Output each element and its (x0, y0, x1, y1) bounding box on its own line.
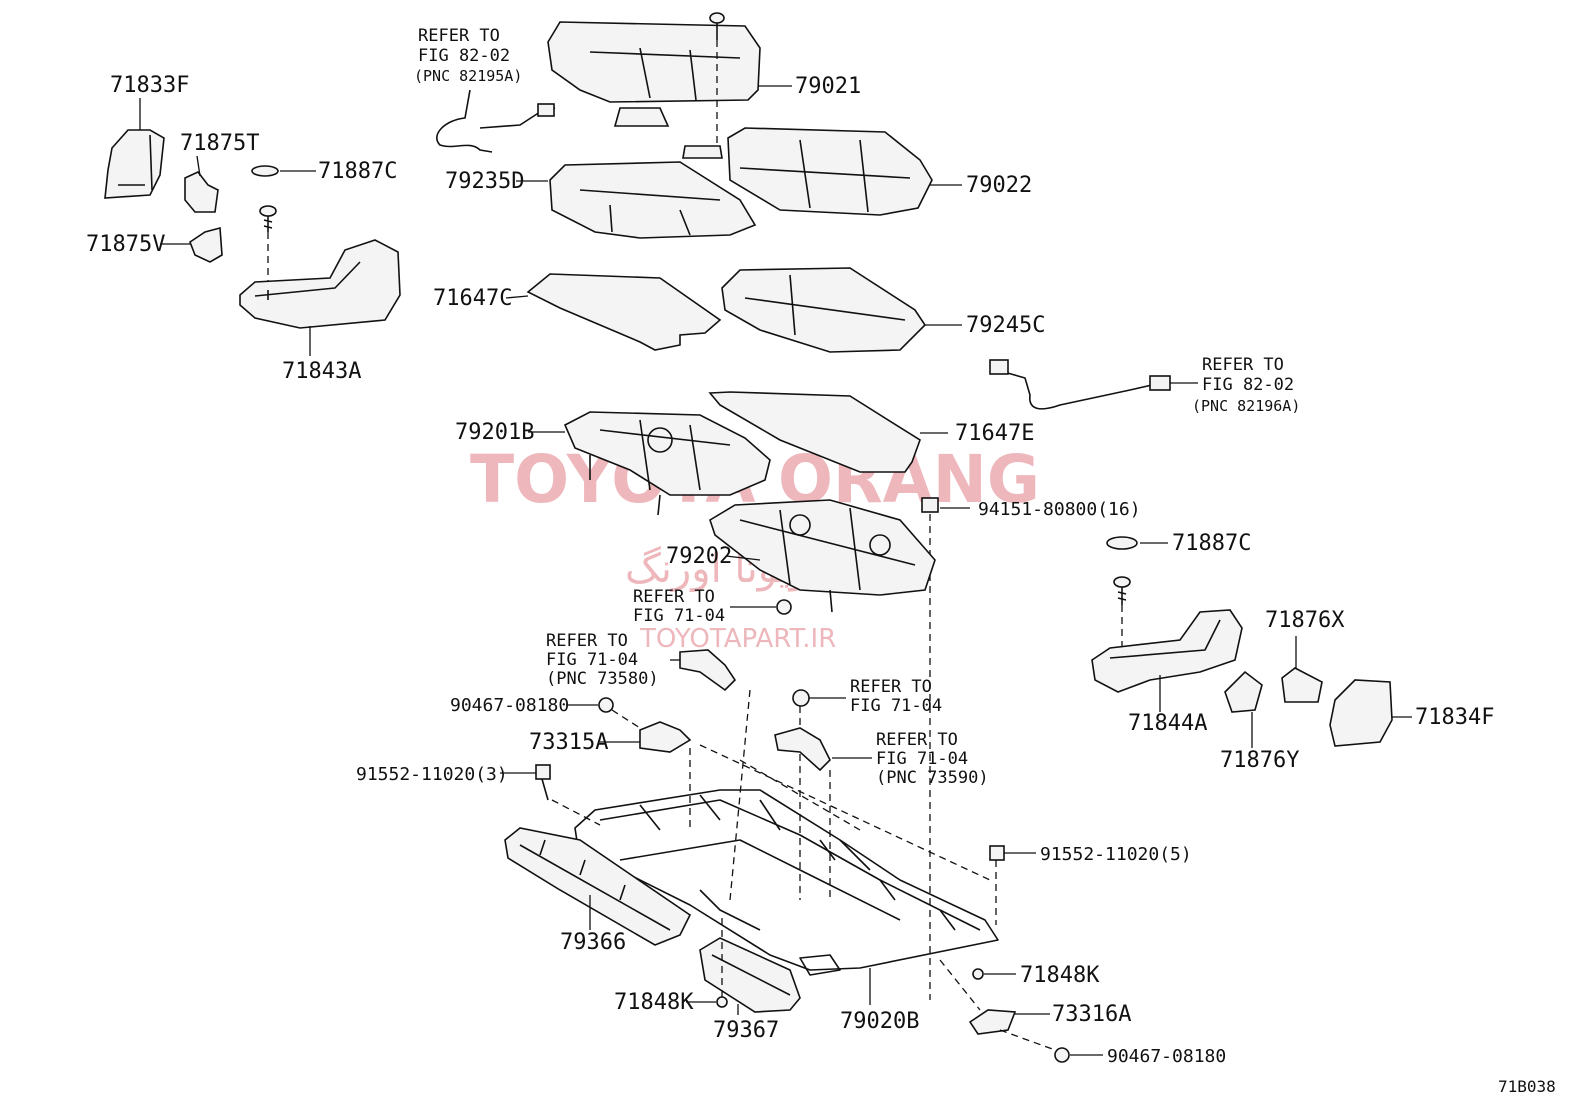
ref6-line1: REFER TO (876, 730, 958, 750)
label-90467-b: 90467-08180 (1107, 1046, 1226, 1067)
screw-71848K-a (972, 968, 1016, 980)
wire-harness-82196A (989, 359, 1198, 410)
ref6-line2: FIG 71-04 (876, 749, 968, 769)
ref4-line2: FIG 71-04 (546, 650, 638, 670)
ref1-line2: FIG 82-02 (418, 46, 510, 66)
part-71647C-sheet (526, 273, 722, 351)
diagram-code: 71B038 (1498, 1077, 1556, 1096)
label-91552-a: 91552-11020(3) (356, 764, 508, 785)
ref6-line3: (PNC 73590) (876, 768, 989, 788)
part-79367-rail-cover (699, 937, 801, 1013)
part-79022-back-cover (682, 127, 933, 216)
label-91552-b: 91552-11020(5) (1040, 844, 1192, 865)
part-71647E-sheet (708, 391, 921, 473)
part-73316A-bracket (939, 959, 1050, 1035)
label-71834F: 71834F (1415, 705, 1494, 730)
label-94151: 94151-80800(16) (978, 499, 1141, 520)
label-71848K-a: 71848K (1020, 963, 1100, 988)
part-71876X-bracket (1281, 667, 1323, 703)
belt-buckle-73590 (774, 727, 872, 900)
ref3-line1: REFER TO (633, 587, 715, 607)
ref1-line3: (PNC 82195A) (414, 67, 522, 85)
bolt-91552-a (500, 764, 601, 826)
part-71833F-cover (104, 129, 165, 199)
part-71876Y-bracket (1224, 670, 1263, 713)
bolt-90467-b (999, 1029, 1103, 1063)
label-71876X: 71876X (1265, 608, 1345, 633)
label-71875T: 71875T (180, 131, 259, 156)
part-71843A-armrest (239, 239, 401, 329)
bolt-90467-a (566, 697, 641, 729)
screw-right-armrest (1113, 576, 1131, 650)
ref2-line1: REFER TO (1202, 355, 1284, 375)
ref5-line1: REFER TO (850, 677, 932, 697)
part-79245C-back-pad (721, 267, 927, 353)
label-79367: 79367 (713, 1018, 779, 1043)
label-73315A: 73315A (529, 730, 608, 755)
part-71875T-bracket (184, 171, 219, 213)
ref2-line3: (PNC 82196A) (1192, 397, 1300, 415)
part-94151-nut (921, 497, 970, 1000)
label-79022: 79022 (966, 173, 1032, 198)
label-71875V: 71875V (86, 232, 165, 257)
label-71843A: 71843A (282, 359, 361, 384)
label-79235D: 79235D (445, 169, 524, 194)
label-79201B: 79201B (455, 420, 534, 445)
label-79202: 79202 (666, 544, 732, 569)
ref4-line3: (PNC 73580) (546, 669, 659, 689)
screw-left-armrest (259, 205, 277, 285)
screw-71848K-b (686, 915, 728, 1008)
label-71887C-a: 71887C (318, 159, 397, 184)
label-79020B: 79020B (840, 1009, 919, 1034)
ref5-line2: FIG 71-04 (850, 696, 942, 716)
label-71833F: 71833F (110, 73, 189, 98)
ref4-line1: REFER TO (546, 631, 628, 651)
part-79366-rail-cover (504, 827, 692, 946)
part-71887C-cap-right (1106, 536, 1138, 550)
label-90467-a: 90467-08180 (450, 695, 569, 716)
part-71887C-cap-left (251, 165, 279, 177)
part-79235D-pad (549, 161, 757, 239)
label-73316A: 73316A (1052, 1002, 1131, 1027)
bolt-refer-7104 (730, 599, 792, 615)
label-71887C-b: 71887C (1172, 531, 1251, 556)
label-71647C: 71647C (433, 286, 512, 311)
ref2-line2: FIG 82-02 (1202, 375, 1294, 395)
label-79021: 79021 (795, 74, 861, 99)
part-79020B-base-frame (574, 789, 999, 976)
part-79202-frame (709, 499, 936, 613)
part-73315A-bracket (600, 721, 692, 830)
part-71875V-bracket (189, 226, 223, 263)
bolt-91552-b (989, 845, 1036, 925)
ref3-line2: FIG 71-04 (633, 606, 725, 626)
label-71844A: 71844A (1128, 711, 1207, 736)
wire-harness-82195A (436, 89, 556, 153)
label-71848K-b: 71848K (614, 990, 694, 1015)
belt-buckle-73580 (670, 649, 751, 901)
label-79366: 79366 (560, 930, 626, 955)
part-71844A-armrest (1091, 609, 1243, 693)
label-71876Y: 71876Y (1220, 748, 1299, 773)
part-79021-cushion-cover (547, 21, 761, 127)
reference-notes: REFER TO FIG 82-02 (PNC 82195A) REFER TO… (414, 26, 1300, 788)
label-71647E: 71647E (955, 421, 1034, 446)
ref1-line1: REFER TO (418, 26, 500, 46)
part-labels: 71833F 71875T 71887C 71875V 71843A 79021… (86, 73, 1494, 1067)
clip-top (709, 12, 725, 150)
watermark-site: TOYOTAPART.IR (639, 624, 836, 654)
part-71834F-cover (1329, 679, 1393, 747)
part-79201B-frame (563, 411, 771, 516)
label-79245C: 79245C (966, 313, 1045, 338)
bolt-refer-7104-b (792, 689, 846, 900)
